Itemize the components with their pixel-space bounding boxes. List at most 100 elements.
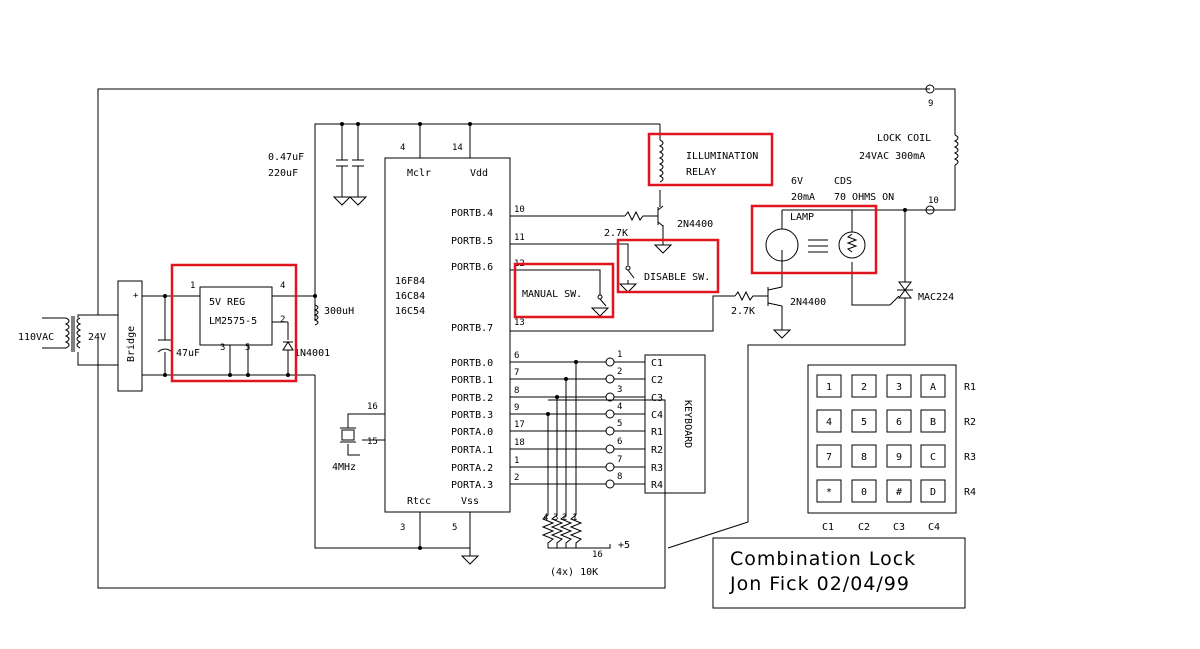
kb-line-r2: R2: [651, 445, 663, 456]
kb-pin-5: 5: [617, 419, 622, 429]
manual-switch: MANUAL SW.: [522, 289, 610, 317]
key-hash: #: [896, 487, 902, 498]
port-b0-pin: 6: [514, 351, 519, 361]
key-4: 4: [826, 417, 832, 428]
triac: MAC224: [889, 281, 954, 306]
keypad-row-3: R3: [964, 452, 976, 463]
port-b5: PORTB.5: [451, 236, 493, 247]
terminal-9: 9: [928, 99, 933, 109]
keypad-col-4: C4: [928, 522, 940, 533]
port-a3-pin: 2: [514, 473, 519, 483]
diode-label: 1N4001: [294, 348, 330, 359]
cap-bulk-label: 220uF: [268, 168, 298, 179]
lock-coil-label: LOCK COIL: [877, 133, 931, 144]
cds-spec: 70 OHMS ON: [834, 192, 894, 203]
port-b7: PORTB.7: [451, 323, 493, 334]
cds-label: CDS: [834, 176, 852, 187]
microcontroller: 4 14 Mclr Vdd 16F84 16C84 16C54 Rtcc Vss…: [367, 143, 511, 533]
ground-symbol: [460, 555, 480, 565]
res2-label: 2.7K: [731, 306, 755, 317]
kb-pin-6: 6: [617, 437, 622, 447]
triac-label: MAC224: [918, 292, 954, 303]
lamp-driver: 2.7K 2N4400: [731, 286, 826, 339]
disable-switch: DISABLE SW.: [618, 265, 710, 293]
filter-cap-label: 47uF: [176, 348, 200, 359]
bridge-rectifier: Bridge +: [117, 280, 143, 392]
pullup-resistors: 4 3 2 1 (4x) 10K 16 +5: [541, 513, 630, 578]
pullup-pin-4: 4: [543, 513, 548, 523]
osc-pin-15: 15: [367, 437, 378, 447]
lamp-and-cds: 6V 20mA LAMP CDS 70 OHMS ON: [765, 176, 894, 262]
key-8: 8: [861, 452, 867, 463]
ac-input-label: 110VAC: [18, 332, 54, 343]
keyboard-connector: KEYBOARD 1 2 3 4 5 6 7 8 C1 C2 C3 C4 R1 …: [605, 350, 706, 494]
key-5: 5: [861, 417, 867, 428]
supply-capacitors: 0.47uF 220uF: [268, 152, 368, 206]
terminal-10: 10: [928, 196, 939, 206]
transformer-label: 24V: [88, 332, 106, 343]
port-b7-pin: 13: [514, 318, 525, 328]
mcu-pin-mclr-num: 4: [400, 143, 405, 153]
kb-pin-3: 3: [617, 385, 622, 395]
keypad-col-2: C2: [858, 522, 870, 533]
relay-label-1: ILLUMINATION: [686, 151, 758, 162]
key-c: C: [930, 452, 936, 463]
keypad-row-1: R1: [964, 382, 976, 393]
keypad-row-2: R2: [964, 417, 976, 428]
bridge-label: Bridge: [126, 326, 137, 362]
port-b6: PORTB.6: [451, 262, 493, 273]
port-b3: PORTB.3: [451, 410, 493, 421]
wires: [77, 88, 956, 589]
key-a: A: [930, 382, 936, 393]
lock-coil-spec: 24VAC 300mA: [859, 151, 925, 162]
port-a0-pin: 17: [514, 420, 525, 430]
pullup-pin-3: 3: [553, 513, 558, 523]
port-b1-pin: 7: [514, 368, 519, 378]
highlight-disable-switch: [616, 238, 720, 294]
mcu-pin-rtcc: Rtcc: [407, 496, 431, 507]
kb-line-c1: C1: [651, 358, 663, 369]
highlight-boxes: [170, 132, 878, 383]
cap-small-label: 0.47uF: [268, 152, 304, 163]
key-b: B: [930, 417, 936, 428]
keyboard-label: KEYBOARD: [682, 400, 693, 448]
illumination-relay: ILLUMINATION RELAY: [658, 139, 758, 183]
relay-label-2: RELAY: [686, 167, 716, 178]
port-a1: PORTA.1: [451, 445, 493, 456]
highlight-relay: [647, 132, 774, 187]
inductor: 300uH: [313, 304, 354, 326]
port-a3: PORTA.3: [451, 480, 493, 491]
lock-coil: LOCK COIL 24VAC 300mA 9 10: [859, 84, 959, 215]
keypad-keys: [816, 374, 946, 503]
port-b4-pin: 10: [514, 205, 525, 215]
port-b2-pin: 8: [514, 386, 519, 396]
title-line-1: Combination Lock: [730, 548, 916, 570]
mcu-pin-rtcc-num: 3: [400, 523, 405, 533]
crystal-label: 4MHz: [332, 462, 356, 473]
transformer: 110VAC 24V: [18, 316, 106, 352]
port-b1: PORTB.1: [451, 375, 493, 386]
key-7: 7: [826, 452, 832, 463]
pullup-supply: +5: [618, 540, 630, 551]
kb-line-r3: R3: [651, 463, 663, 474]
key-6: 6: [896, 417, 902, 428]
key-3: 3: [896, 382, 902, 393]
mcu-part-1: 16F84: [395, 276, 425, 287]
flyback-diode: 1N4001: [282, 341, 330, 359]
lamp-voltage: 6V: [791, 176, 803, 187]
kb-pin-4: 4: [617, 402, 622, 412]
port-b2: PORTB.2: [451, 393, 493, 404]
port-a2-pin: 1: [514, 456, 519, 466]
key-d: D: [930, 487, 936, 498]
port-b3-pin: 9: [514, 403, 519, 413]
key-2: 2: [861, 382, 867, 393]
mcu-pin-vdd-num: 14: [452, 143, 463, 153]
keypad: 1 2 3 A 4 5 6 B 7 8 9 C * 0 # D R1 R2 R3…: [807, 364, 976, 533]
trans1-label: 2N4400: [677, 219, 713, 230]
disable-switch-label: DISABLE SW.: [644, 272, 710, 283]
lamp-label: LAMP: [790, 212, 814, 223]
inductor-label: 300uH: [324, 306, 354, 317]
junctions: [163, 122, 907, 550]
kb-pin-7: 7: [617, 455, 622, 465]
osc-pin-16: 16: [367, 402, 378, 412]
